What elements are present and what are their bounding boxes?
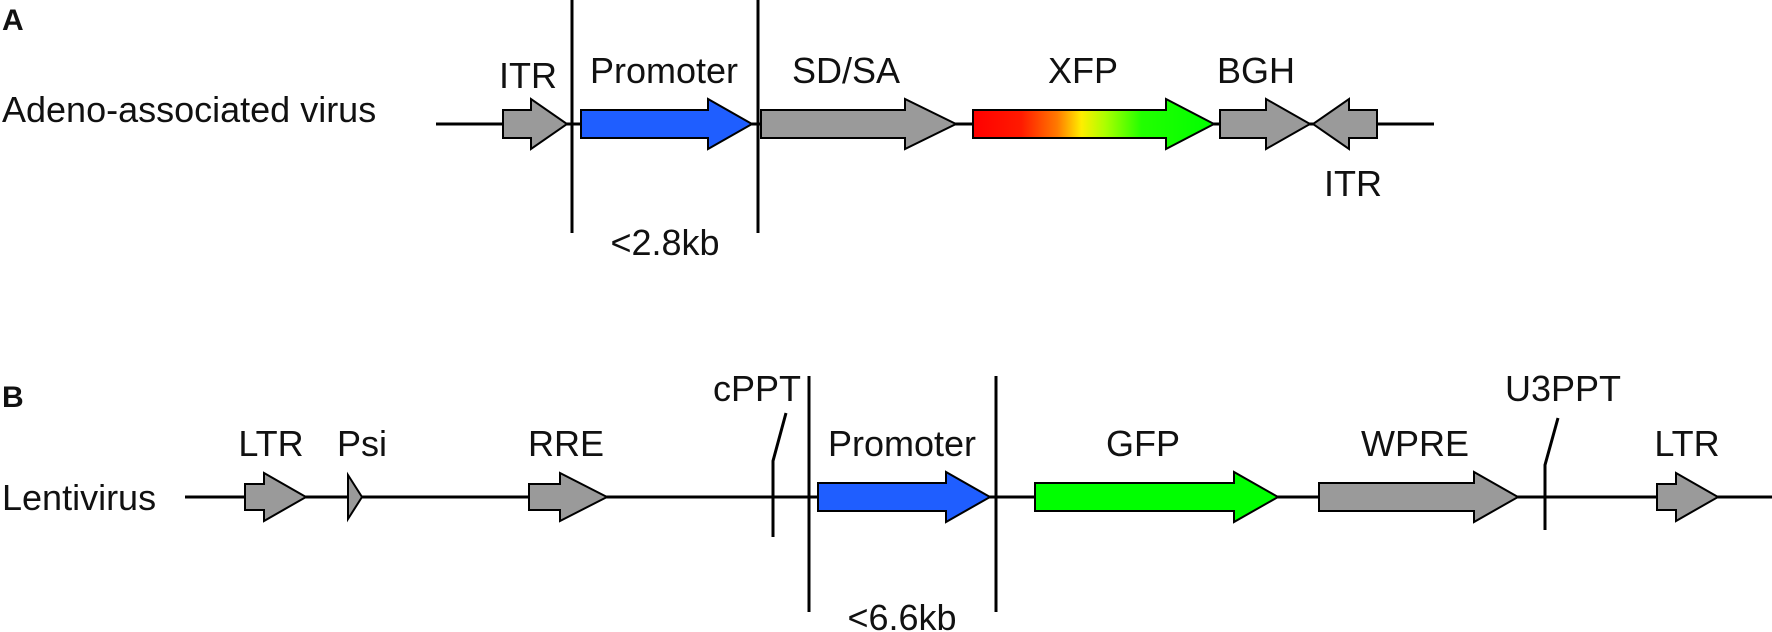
lenti-cppt-marker xyxy=(771,412,788,537)
aav-size-note: <2.8kb xyxy=(610,222,719,263)
lenti-cppt-label: cPPT xyxy=(713,368,801,409)
aav-promoter-label: Promoter xyxy=(590,50,738,91)
lenti-wpre-arrow xyxy=(1318,470,1521,524)
lenti-promoter-arrow xyxy=(817,470,993,524)
lenti-rre-label: RRE xyxy=(528,423,604,464)
aav-xfp-label: XFP xyxy=(1048,50,1118,91)
lenti-size-note: <6.6kb xyxy=(847,597,956,632)
lenti-rre-arrow xyxy=(528,471,610,523)
lenti-gfp-label: GFP xyxy=(1106,423,1180,464)
lenti-wpre-label: WPRE xyxy=(1361,423,1469,464)
aav-bgh-arrow xyxy=(1219,97,1313,151)
lenti-u3ppt-label: U3PPT xyxy=(1505,368,1621,409)
panel-b-letter: B xyxy=(2,381,24,414)
lenti-psi-arrow xyxy=(347,471,364,523)
aav-sdsa-arrow xyxy=(760,97,959,151)
aav-itr-left-label: ITR xyxy=(499,55,557,96)
panel-b: B Lentivirus cPPT U3PPT LTR Psi RRE Prom… xyxy=(2,368,1772,632)
aav-xfp-arrow xyxy=(972,97,1217,151)
aav-promoter-arrow xyxy=(580,97,755,151)
panel-a-letter: A xyxy=(2,4,24,37)
lenti-psi-label: Psi xyxy=(337,423,387,464)
lenti-gfp-arrow xyxy=(1034,470,1281,524)
aav-itr-left-arrow xyxy=(502,97,569,151)
lenti-ltr-left-arrow xyxy=(244,471,309,523)
lenti-ltr-right-arrow xyxy=(1656,471,1721,523)
aav-vector-label: Adeno-associated virus xyxy=(2,89,376,130)
aav-itr-right-label: ITR xyxy=(1324,163,1382,204)
panel-a: A Adeno-associated virus ITR Promoter SD… xyxy=(2,0,1434,263)
lenti-ltr-left-label: LTR xyxy=(238,423,303,464)
lenti-ltr-right-label: LTR xyxy=(1654,423,1719,464)
lenti-vector-label: Lentivirus xyxy=(2,477,156,518)
aav-itr-right-arrow xyxy=(1311,97,1378,151)
aav-sdsa-label: SD/SA xyxy=(792,50,900,91)
lenti-u3ppt-marker xyxy=(1543,417,1560,530)
aav-bgh-label: BGH xyxy=(1217,50,1295,91)
lenti-promoter-label: Promoter xyxy=(828,423,976,464)
